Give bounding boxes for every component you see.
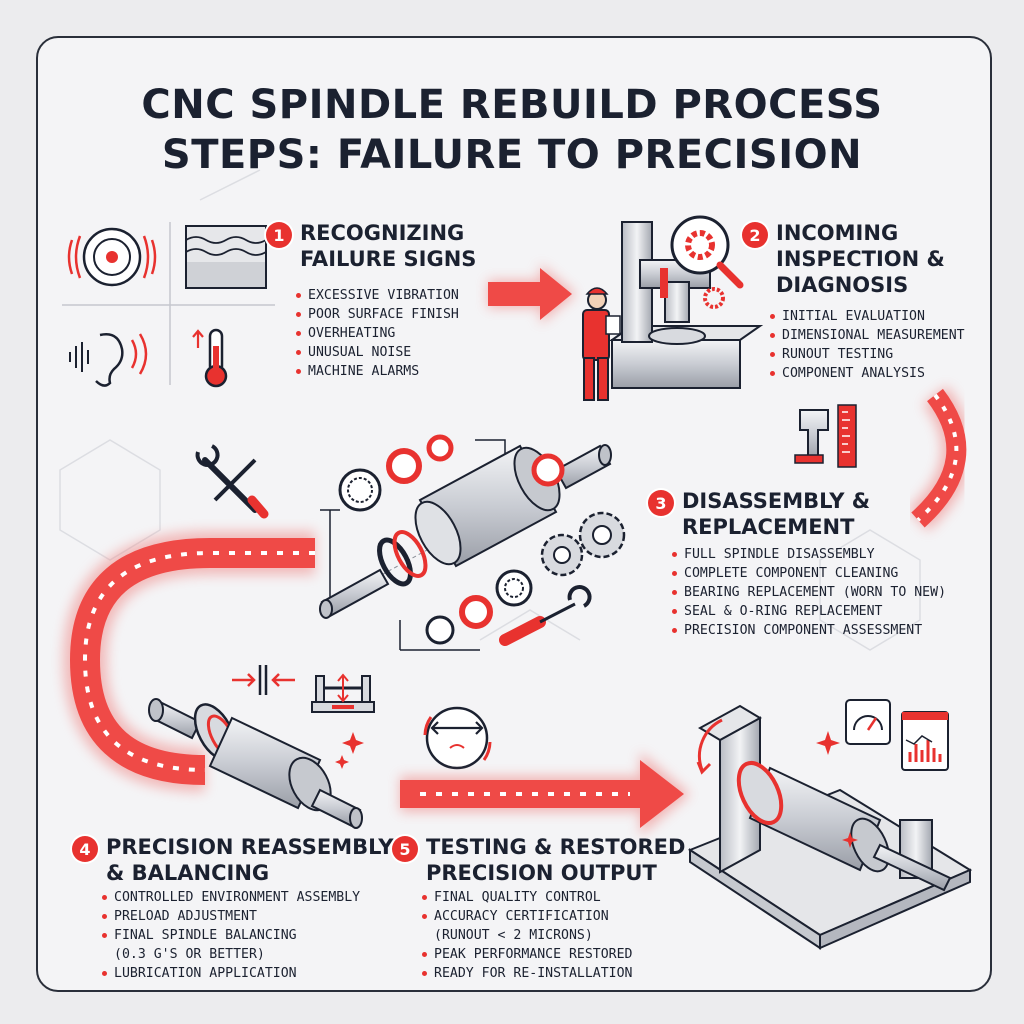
step-2-title: INCOMING INSPECTION & DIAGNOSIS bbox=[776, 221, 945, 297]
inspection-machine-icon bbox=[608, 221, 764, 389]
step-3-list: FULL SPINDLE DISASSEMBLY COMPLETE COMPON… bbox=[672, 545, 946, 640]
step-4-title: PRECISION REASSEMBLY & BALANCING bbox=[106, 835, 394, 885]
list-item: ACCURACY CERTIFICATION bbox=[422, 907, 633, 926]
list-item: COMPONENT ANALYSIS bbox=[770, 364, 965, 383]
balancing-fixture-icon bbox=[311, 673, 375, 713]
test-bench-icon bbox=[687, 704, 973, 950]
flow-arrow-3-4 bbox=[62, 531, 315, 792]
step-5-number: 5 bbox=[392, 836, 418, 862]
list-item: READY FOR RE-INSTALLATION bbox=[422, 964, 633, 983]
title-line-2: STEPS: FAILURE TO PRECISION bbox=[161, 132, 863, 178]
gear-icon bbox=[540, 511, 626, 577]
list-item: INITIAL EVALUATION bbox=[770, 307, 965, 326]
list-item: PRECISION COMPONENT ASSESSMENT bbox=[672, 621, 946, 640]
list-item-detail: (0.3 G's or BETTER) bbox=[114, 947, 265, 962]
dial-gauge-icon bbox=[845, 699, 891, 745]
thermometer-icon bbox=[192, 328, 228, 388]
step-2-list: INITIAL EVALUATION DIMENSIONAL MEASUREME… bbox=[770, 307, 965, 383]
magnifier-gear-icon bbox=[670, 215, 744, 309]
list-item: LUBRICATION APPLICATION bbox=[102, 964, 360, 983]
list-item: EXCESSIVE VIBRATION bbox=[296, 286, 459, 305]
flow-arrow-2-3 bbox=[907, 385, 972, 532]
page-title: CNC SPINDLE REBUILD PROCESS STEPS: FAILU… bbox=[36, 80, 988, 180]
step-5-header: 5 TESTING & RESTORED PRECISION OUTPUT bbox=[392, 834, 685, 886]
list-item: CONTROLLED ENVIRONMENT ASSEMBLY bbox=[102, 888, 360, 907]
list-item: MACHINE ALARMS bbox=[296, 362, 459, 381]
list-item: BEARING REPLACEMENT (WORN TO NEW) bbox=[672, 583, 946, 602]
list-item: OVERHEATING bbox=[296, 324, 459, 343]
list-item: FULL SPINDLE DISASSEMBLY bbox=[672, 545, 946, 564]
list-item: FINAL SPINDLE BALANCING bbox=[102, 926, 360, 945]
surface-finish-icon bbox=[185, 225, 267, 289]
assembled-spindle-icon bbox=[148, 698, 364, 829]
noise-ear-icon bbox=[69, 333, 148, 387]
list-item: RUNOUT TESTING bbox=[770, 345, 965, 364]
flow-arrow-1-2 bbox=[488, 264, 576, 324]
step-1-list: EXCESSIVE VIBRATION POOR SURFACE FINISH … bbox=[296, 286, 459, 381]
step-3-header: 3 DISASSEMBLY & REPLACEMENT bbox=[648, 488, 870, 540]
screwdriver-icon bbox=[499, 585, 592, 646]
list-item-detail: (RUNOUT < 2 MICRONS) bbox=[434, 928, 593, 943]
list-item: PRELOAD ADJUSTMENT bbox=[102, 907, 360, 926]
step-5-title: TESTING & RESTORED PRECISION OUTPUT bbox=[426, 835, 686, 885]
step-1-title: RECOGNIZING FAILURE SIGNS bbox=[300, 221, 477, 271]
preload-arrows-icon bbox=[232, 665, 295, 695]
list-item: SEAL & O-RING REPLACEMENT bbox=[672, 602, 946, 621]
flow-arrow-4-5 bbox=[400, 752, 690, 836]
step-4-list: CONTROLLED ENVIRONMENT ASSEMBLY PRELOAD … bbox=[102, 888, 360, 983]
list-item: POOR SURFACE FINISH bbox=[296, 305, 459, 324]
step-1-header: 1 RECOGNIZING FAILURE SIGNS bbox=[266, 220, 476, 272]
list-item: FINAL QUALITY CONTROL bbox=[422, 888, 633, 907]
technician-icon bbox=[582, 287, 621, 401]
step-4-number: 4 bbox=[72, 836, 98, 862]
list-item: DIMENSIONAL MEASUREMENT bbox=[770, 326, 965, 345]
report-chart-icon bbox=[901, 711, 949, 771]
list-item: PEAK PERFORMANCE RESTORED bbox=[422, 945, 633, 964]
step-2-header: 2 INCOMING INSPECTION & DIAGNOSIS bbox=[742, 220, 945, 298]
step-4-header: 4 PRECISION REASSEMBLY & BALANCING bbox=[72, 834, 393, 886]
step-3-number: 3 bbox=[648, 490, 674, 516]
step-1-number: 1 bbox=[266, 222, 292, 248]
step-2-number: 2 bbox=[742, 222, 768, 248]
step-3-title: DISASSEMBLY & REPLACEMENT bbox=[682, 489, 871, 539]
step-5-list: FINAL QUALITY CONTROL ACCURACY CERTIFICA… bbox=[422, 888, 633, 983]
title-line-1: CNC SPINDLE REBUILD PROCESS bbox=[141, 82, 883, 128]
list-item: COMPLETE COMPONENT CLEANING bbox=[672, 564, 946, 583]
bearing-icon bbox=[338, 434, 565, 645]
runout-gauge-icon bbox=[423, 706, 492, 770]
wrench-screwdriver-icon bbox=[195, 444, 269, 519]
caliper-icon bbox=[794, 404, 857, 468]
vibration-icon bbox=[67, 227, 157, 287]
list-item: UNUSUAL NOISE bbox=[296, 343, 459, 362]
